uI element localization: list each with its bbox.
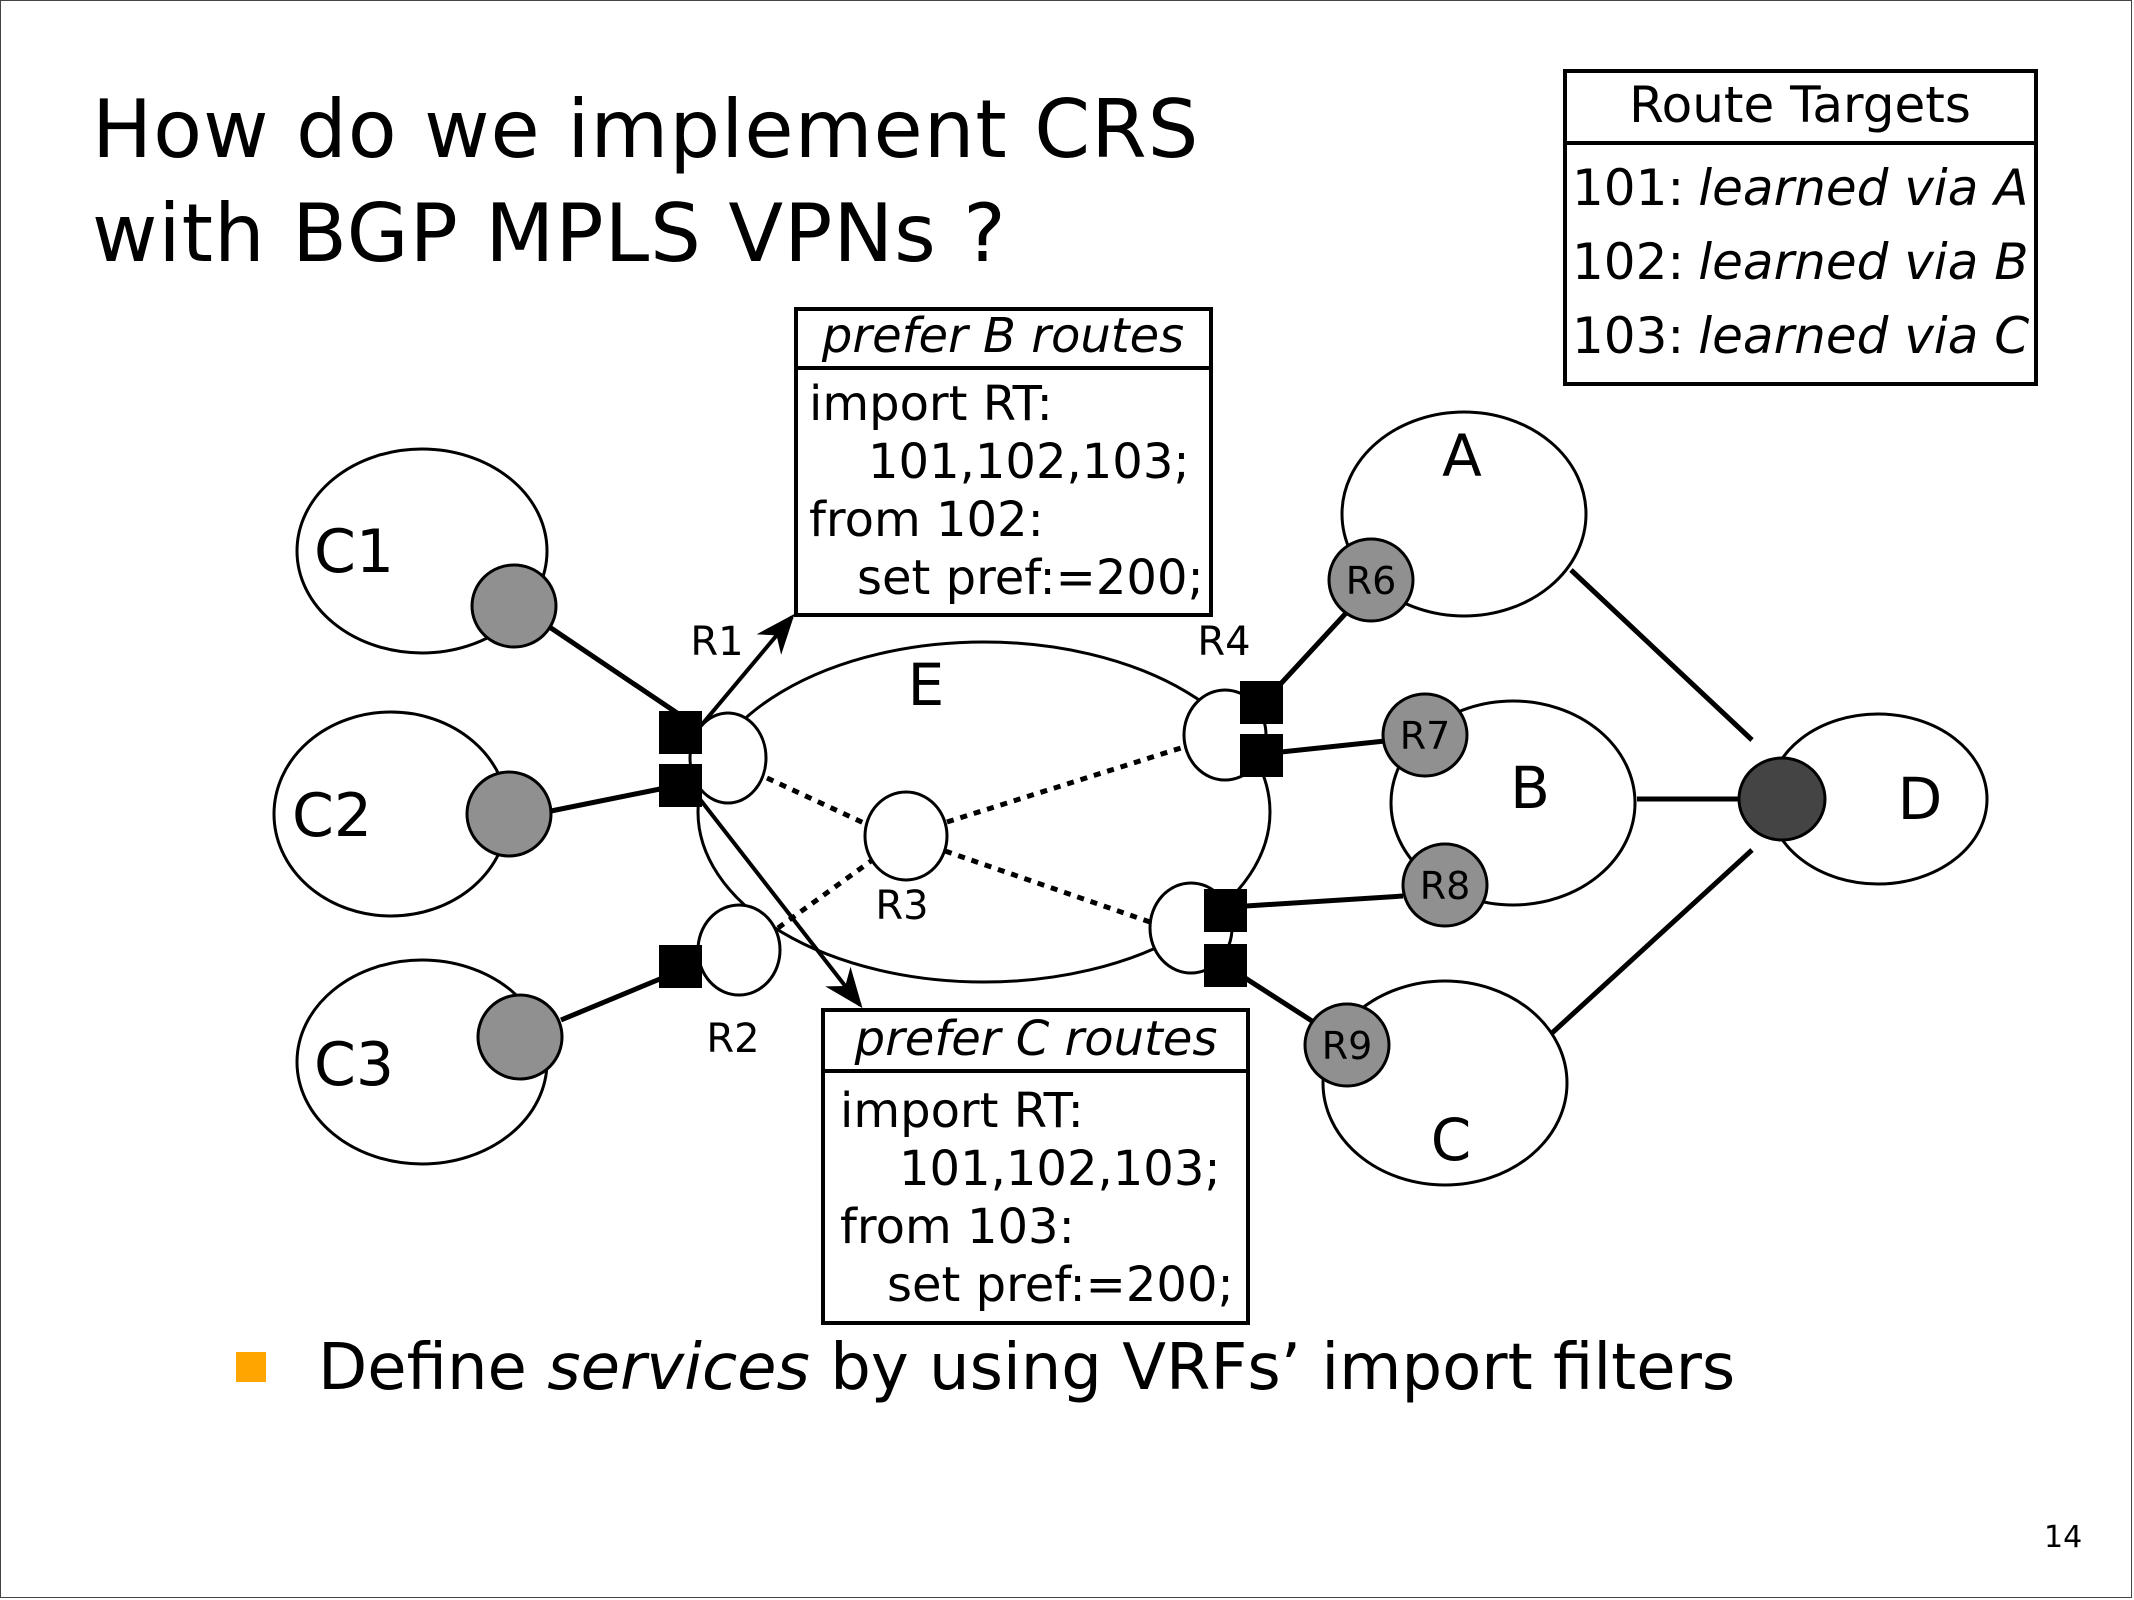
cloud-label: B: [1510, 754, 1550, 822]
cloud-d: D: [1767, 712, 1989, 886]
svg-text:101:learned via A: 101:learned via A: [1572, 159, 2028, 217]
bullet-marker: [236, 1352, 266, 1382]
rt-id: 102:: [1572, 233, 1684, 291]
d-node: [1737, 756, 1827, 842]
rt-desc: learned via A: [1698, 159, 2028, 217]
policy-box-prefer-b: prefer B routes import RT: 101,102,103; …: [794, 307, 1213, 617]
vrf-square: [659, 764, 702, 807]
link-c3-r2: [560, 971, 673, 1023]
rt-id: 103:: [1572, 307, 1684, 365]
bullet-text-pre: Define: [318, 1331, 548, 1405]
policy-line: from 102:: [809, 492, 1044, 548]
svg-text:102:learned via B: 102:learned via B: [1572, 233, 2029, 291]
router-label: R6: [1346, 559, 1397, 603]
cloud-label: C2: [292, 781, 372, 851]
rt-desc: learned via B: [1698, 233, 2028, 291]
route-target-row: 102:learned via B: [1572, 233, 2029, 291]
title-line-1: How do we implement CRS: [92, 83, 1200, 176]
cloud-label: C: [1431, 1106, 1472, 1174]
policy-line: import RT:: [809, 376, 1053, 432]
link-r5-r9: [1240, 973, 1314, 1024]
vrf-squares: [659, 681, 1283, 988]
vrf-square: [1204, 889, 1247, 932]
ce-node-c1: [470, 563, 558, 649]
svg-text:103:learned via C: 103:learned via C: [1572, 307, 2029, 365]
route-target-row: 103:learned via C: [1572, 307, 2029, 365]
arrow-r1-to-prefer-b: [697, 613, 795, 730]
rt-desc: learned via C: [1698, 307, 2029, 365]
ibgp-links: [765, 744, 1185, 931]
rt-id: 101:: [1572, 159, 1684, 217]
policy-arrows: [697, 613, 863, 1009]
page-number: 14: [2044, 1520, 2083, 1555]
route-targets-box: Route Targets 101:learned via A 102:lear…: [1563, 69, 2038, 386]
router-label: R3: [875, 883, 928, 929]
vrf-square: [659, 945, 702, 988]
route-target-row: 101:learned via A: [1572, 159, 2028, 217]
router-r2: R2: [696, 903, 782, 1062]
bullet-text-post: by using VRFs’ import filters: [809, 1331, 1736, 1405]
cloud-label: D: [1898, 765, 1943, 833]
link-r3-r4: [946, 744, 1185, 825]
cloud-c2: C2: [272, 710, 510, 918]
policy-line: 101,102,103;: [899, 1141, 1221, 1197]
link-c2-r1: [550, 784, 671, 814]
vrf-square: [1240, 734, 1283, 777]
policy-line: set pref:=200;: [887, 1257, 1234, 1313]
cloud-label: C3: [314, 1030, 394, 1100]
bullet-text: Define services by using VRFs’ import fi…: [318, 1328, 1735, 1408]
slide-title: How do we implement CRS with BGP MPLS VP…: [92, 78, 1199, 286]
router-label: R9: [1322, 1024, 1373, 1068]
policy-line: from 103:: [840, 1199, 1075, 1255]
ce-node-c3: [476, 993, 564, 1081]
bullet-text-emphasis: services: [547, 1331, 810, 1405]
link-r4-r7: [1280, 738, 1386, 755]
vrf-square: [1204, 944, 1247, 987]
router-r6: R6: [1327, 537, 1415, 623]
vrf-square: [659, 711, 702, 754]
router-r8: R8: [1401, 842, 1489, 928]
router-r3: R3: [863, 790, 949, 929]
link-r3-r5: [944, 848, 1151, 925]
ce-node-c2: [465, 770, 553, 858]
policy-box-prefer-c: prefer C routes import RT: 101,102,103; …: [821, 1008, 1250, 1325]
link-r4-r6: [1273, 610, 1349, 692]
router-label: R2: [706, 1016, 759, 1062]
router-label: R8: [1420, 864, 1471, 908]
policy-header: prefer C routes: [854, 1011, 1218, 1067]
route-targets-header: Route Targets: [1629, 76, 1971, 134]
arrow-r1-to-prefer-c: [697, 796, 863, 1009]
cloud-label: C1: [314, 517, 394, 587]
cloud-e: E: [696, 640, 1272, 984]
router-r9: R9: [1303, 1002, 1391, 1088]
cloud-c3: C3: [295, 958, 549, 1166]
title-line-2: with BGP MPLS VPNs ?: [92, 187, 1007, 280]
cloud-label: E: [908, 651, 945, 719]
cloud-label: A: [1442, 422, 1482, 490]
router-label: R1: [690, 619, 743, 665]
access-links: [546, 568, 1754, 1035]
vrf-square: [1240, 681, 1283, 724]
router-r7: R7: [1381, 692, 1469, 778]
link-c1-r1: [546, 623, 682, 718]
link-a-d: [1569, 568, 1754, 742]
policy-line: import RT:: [840, 1083, 1084, 1139]
link-r1-r3: [765, 775, 868, 827]
policy-header: prefer B routes: [821, 308, 1184, 364]
policy-line: 101,102,103;: [868, 434, 1190, 490]
router-label: R7: [1400, 714, 1451, 758]
ce-nodes: [465, 563, 564, 1081]
policy-line: set pref:=200;: [857, 550, 1204, 606]
link-r5-r8: [1245, 893, 1404, 909]
link-c-d: [1550, 848, 1754, 1035]
router-label: R4: [1197, 619, 1250, 665]
router-r1: R1: [688, 619, 768, 805]
